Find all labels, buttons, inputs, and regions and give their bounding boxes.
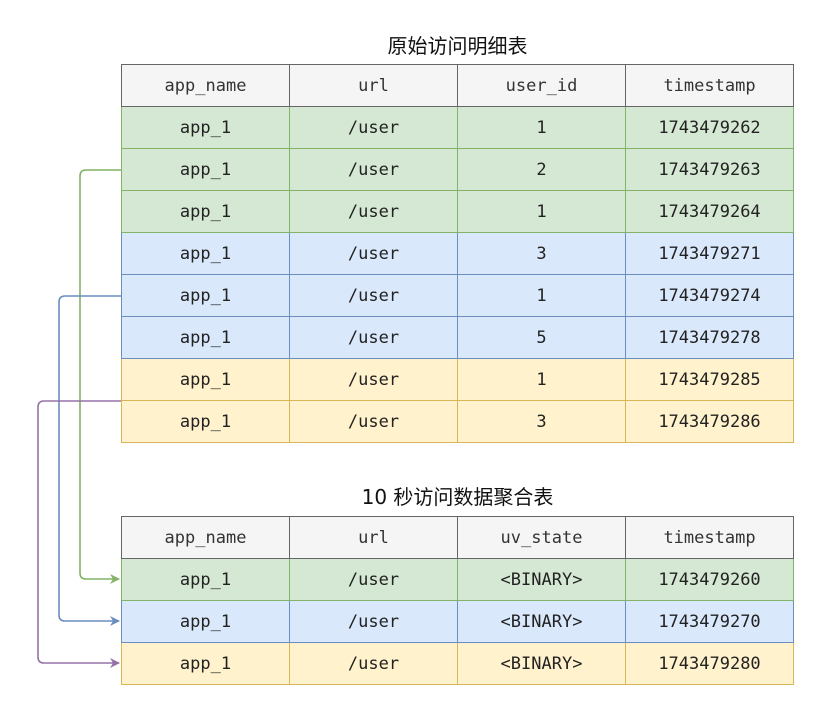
cell-timestamp: 1743479262 bbox=[625, 106, 794, 149]
cell-timestamp: 1743479285 bbox=[625, 358, 794, 401]
cell-url: /user bbox=[289, 316, 458, 359]
table-row: app_1 /user 2 1743479263 bbox=[121, 148, 794, 191]
cell-user-id: 1 bbox=[457, 358, 626, 401]
cell-url: /user bbox=[289, 190, 458, 233]
green-group-arrow bbox=[79, 169, 121, 584]
table-row: app_1 /user <BINARY> 1743479280 bbox=[121, 642, 794, 685]
cell-app-name: app_1 bbox=[121, 190, 290, 233]
cell-timestamp: 1743479270 bbox=[625, 600, 794, 643]
table-row: app_1 /user 3 1743479271 bbox=[121, 232, 794, 275]
cell-user-id: 2 bbox=[457, 148, 626, 191]
cell-url: /user bbox=[289, 274, 458, 317]
cell-user-id: 3 bbox=[457, 232, 626, 275]
cell-app-name: app_1 bbox=[121, 600, 290, 643]
table-header-row: app_name url user_id timestamp bbox=[121, 64, 794, 107]
table-header-row: app_name url uv_state timestamp bbox=[121, 516, 794, 559]
cell-url: /user bbox=[289, 358, 458, 401]
cell-app-name: app_1 bbox=[121, 316, 290, 359]
table-row: app_1 /user <BINARY> 1743479260 bbox=[121, 558, 794, 601]
cell-url: /user bbox=[289, 558, 458, 601]
cell-url: /user bbox=[289, 148, 458, 191]
cell-app-name: app_1 bbox=[121, 148, 290, 191]
raw-table-title: 原始访问明细表 bbox=[387, 34, 528, 58]
table-row: app_1 /user 1 1743479262 bbox=[121, 106, 794, 149]
cell-url: /user bbox=[289, 106, 458, 149]
cell-url: /user bbox=[289, 600, 458, 643]
blue-group-arrow bbox=[58, 295, 121, 626]
table-row: app_1 /user 5 1743479278 bbox=[121, 316, 794, 359]
cell-url: /user bbox=[289, 232, 458, 275]
header-user-id: user_id bbox=[457, 64, 626, 107]
header-app-name: app_name bbox=[121, 516, 290, 559]
cell-user-id: 1 bbox=[457, 106, 626, 149]
cell-uv-state: <BINARY> bbox=[457, 558, 626, 601]
cell-timestamp: 1743479274 bbox=[625, 274, 794, 317]
cell-app-name: app_1 bbox=[121, 232, 290, 275]
aggregated-table: app_name url uv_state timestamp app_1 /u… bbox=[121, 516, 794, 685]
header-uv-state: uv_state bbox=[457, 516, 626, 559]
table-row: app_1 /user <BINARY> 1743479270 bbox=[121, 600, 794, 643]
header-url: url bbox=[289, 64, 458, 107]
cell-app-name: app_1 bbox=[121, 400, 290, 443]
cell-app-name: app_1 bbox=[121, 358, 290, 401]
cell-timestamp: 1743479280 bbox=[625, 642, 794, 685]
yellow-group-arrow bbox=[37, 400, 121, 668]
cell-url: /user bbox=[289, 400, 458, 443]
cell-uv-state: <BINARY> bbox=[457, 600, 626, 643]
cell-timestamp: 1743479286 bbox=[625, 400, 794, 443]
cell-timestamp: 1743479271 bbox=[625, 232, 794, 275]
cell-user-id: 3 bbox=[457, 400, 626, 443]
cell-timestamp: 1743479260 bbox=[625, 558, 794, 601]
cell-timestamp: 1743479264 bbox=[625, 190, 794, 233]
table-row: app_1 /user 3 1743479286 bbox=[121, 400, 794, 443]
cell-app-name: app_1 bbox=[121, 274, 290, 317]
header-app-name: app_name bbox=[121, 64, 290, 107]
cell-app-name: app_1 bbox=[121, 558, 290, 601]
header-timestamp: timestamp bbox=[625, 64, 794, 107]
agg-table-title: 10 秒访问数据聚合表 bbox=[361, 485, 554, 509]
cell-uv-state: <BINARY> bbox=[457, 642, 626, 685]
cell-user-id: 1 bbox=[457, 190, 626, 233]
cell-app-name: app_1 bbox=[121, 642, 290, 685]
header-timestamp: timestamp bbox=[625, 516, 794, 559]
cell-timestamp: 1743479278 bbox=[625, 316, 794, 359]
table-row: app_1 /user 1 1743479274 bbox=[121, 274, 794, 317]
table-row: app_1 /user 1 1743479285 bbox=[121, 358, 794, 401]
cell-url: /user bbox=[289, 642, 458, 685]
cell-timestamp: 1743479263 bbox=[625, 148, 794, 191]
raw-access-table: app_name url user_id timestamp app_1 /us… bbox=[121, 64, 794, 443]
cell-user-id: 1 bbox=[457, 274, 626, 317]
cell-user-id: 5 bbox=[457, 316, 626, 359]
header-url: url bbox=[289, 516, 458, 559]
cell-app-name: app_1 bbox=[121, 106, 290, 149]
table-row: app_1 /user 1 1743479264 bbox=[121, 190, 794, 233]
